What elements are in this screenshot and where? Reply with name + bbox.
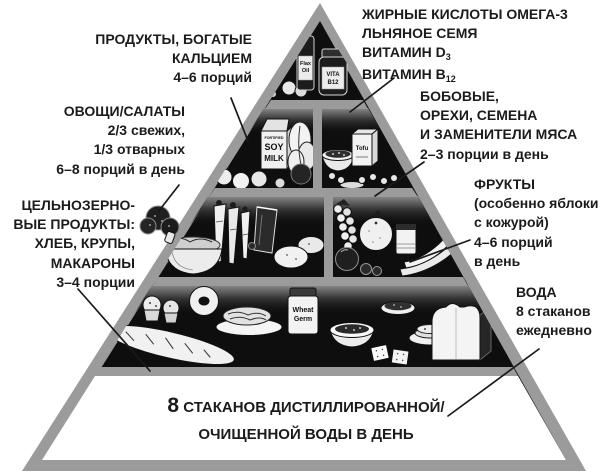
olive-icon [248,242,256,250]
label-line: 3–4 порции [56,273,135,290]
callout-line-calcium [230,97,249,142]
label-line: БОБОВЫЕ, [420,88,499,104]
label-line: с кожурой) [474,214,549,231]
muffins-icon [142,295,180,324]
label-line: ВЫЕ ПРОДУКТЫ: [13,216,135,233]
tier-separator-bars [95,100,518,376]
label-line: ЦЕЛЬНОЗЕРНО- [21,197,135,213]
dark-greens-icon [290,163,312,185]
label-line: ПРОДУКТЫ, БОГАТЫЕ [95,31,252,47]
broccoli-icon [139,205,180,244]
bagel-icon [189,286,219,316]
tofu-box-icon: Tofu [350,127,380,168]
label-line: ОРЕХИ, СЕМЕНА [420,107,538,124]
label-legumes: БОБОВЫЕ, ОРЕХИ, СЕМЕНА И ЗАМЕНИТЕЛИ МЯСА… [420,87,577,164]
flax-label: Oil [302,68,310,74]
label-vegetables: ОВОЩИ/САЛАТЫ 2/3 свежих, 1/3 отварных 6–… [56,102,185,179]
label-line: 2/3 свежих, [107,122,185,139]
grapes-icon [333,199,358,251]
label-line: (особенно яблоки [474,195,599,212]
wheat-germ-label: Wheat [293,307,315,314]
callout-line-water [447,348,540,417]
tier2-legumes-cell: Tofu [322,127,398,189]
label-grains: ЦЕЛЬНОЗЕРНО- ВЫЕ ПРОДУКТЫ: ХЛЕБ, КРУПЫ, … [13,196,135,292]
tier4-grains-cell: Wheat Germ [105,286,492,366]
label-line: 8 стаканов [516,303,591,320]
label-line: ОЧИЩЕННОЙ ВОДЫ В ДЕНЬ [198,426,414,443]
callout-line-legumes [374,161,425,197]
label-line: ЛЬНЯНОЕ СЕМЯ [362,25,478,42]
crackers-icon [370,343,410,366]
label-omega3: ЖИРНЫЕ КИСЛОТЫ ОМЕГА-3 ЛЬНЯНОЕ СЕМЯ ВИТА… [362,5,568,86]
tier3-divider [324,197,333,277]
label-calcium: ПРОДУКТЫ, БОГАТЫЕ КАЛЬЦИЕМ 4–6 порций [95,30,252,88]
wheat-germ-jar-icon: Wheat Germ [287,287,319,335]
sprout-icon [274,177,286,189]
baguette-icon [105,324,235,366]
walnut-icon [281,80,297,96]
label-line: ФРУКТЫ [474,176,535,192]
label-line: ВИТАМИН B12 [362,65,456,84]
cup-icon [395,223,417,255]
apple-icon [335,247,359,271]
base-white-area [42,376,566,460]
label-line: ежедневно [516,322,592,339]
tier3-fruits-cell [333,199,464,277]
label-line: 4–6 порций [173,69,252,86]
tofu-label: Tofu [356,146,369,152]
tier2-divider [313,109,322,188]
label-line: 8 СТАКАНОВ ДИСТИЛЛИРОВАННОЙ/ [167,394,445,417]
juice-glass-icon [253,206,278,254]
subscript: 12 [445,73,456,84]
strawberries-icon [360,263,382,276]
flax-label: Flax [300,61,312,67]
label-line: МАКАРОНЫ [50,254,135,271]
callout-lines [77,77,540,417]
salad-bowl-icon [164,236,223,275]
soy-label: SOY [264,142,283,152]
carrots-icon [213,200,251,265]
vitamin-label: VITA [326,72,340,78]
soy-label: MILK [264,154,284,163]
label-line: в день [474,252,521,269]
label-line: ЖИРНЫЕ КИСЛОТЫ ОМЕГА-3 [362,6,568,22]
mushroom-icon [250,170,268,188]
label-line: ХЛЕБ, КРУПЫ, [34,235,135,252]
wheat-germ-label: Germ [294,316,312,323]
spaghetti-plate-icon [215,306,283,336]
soy-label: FORTIFIED [265,136,284,140]
tier3-vegetables-cell [164,200,324,275]
label-line: 6–8 порций в день [56,160,185,177]
peas-icon [328,172,398,189]
label-line: ОВОЩИ/САЛАТЫ [63,103,185,119]
label-line: 1/3 отварных [93,141,185,158]
label-line: 2–3 порции в день [420,145,549,162]
vitamin-label: B12 [327,80,339,86]
label-water: ВОДА 8 стаканов ежедневно [516,283,592,341]
callout-line-omega3 [349,77,395,113]
tier2-calcium-cell: FORTIFIED SOY MILK [215,118,313,189]
callout-line-fruits [409,239,471,263]
potatoes-icon [273,236,324,269]
callout-line-vegetables [157,184,180,213]
label-line: И ЗАМЕНИТЕЛИ МЯСА [420,126,578,143]
label-line: 4–6 порций [474,233,553,250]
big-number: 8 [167,394,180,417]
label-water-note: 8 СТАКАНОВ ДИСТИЛЛИРОВАННОЙ/ ОЧИЩЕННОЙ В… [130,392,482,448]
label-line: ВОДА [516,284,557,300]
cereal-bowl-icon [329,322,375,348]
vitamin-jar-icon: VITA B12 [318,48,348,96]
label-line: ВИТАМИН D3 [362,44,451,63]
label-line: КАЛЬЦИЕМ [171,50,252,67]
orange-icon [359,210,393,251]
callout-line-grains [77,288,151,372]
grain-bowl-icon [380,301,416,315]
cauliflower-icon [232,172,250,189]
soy-milk-carton-icon: FORTIFIED SOY MILK [260,118,294,171]
subscript: 3 [445,52,451,63]
label-fruits: ФРУКТЫ (особенно яблоки с кожурой) 4–6 п… [474,175,599,271]
